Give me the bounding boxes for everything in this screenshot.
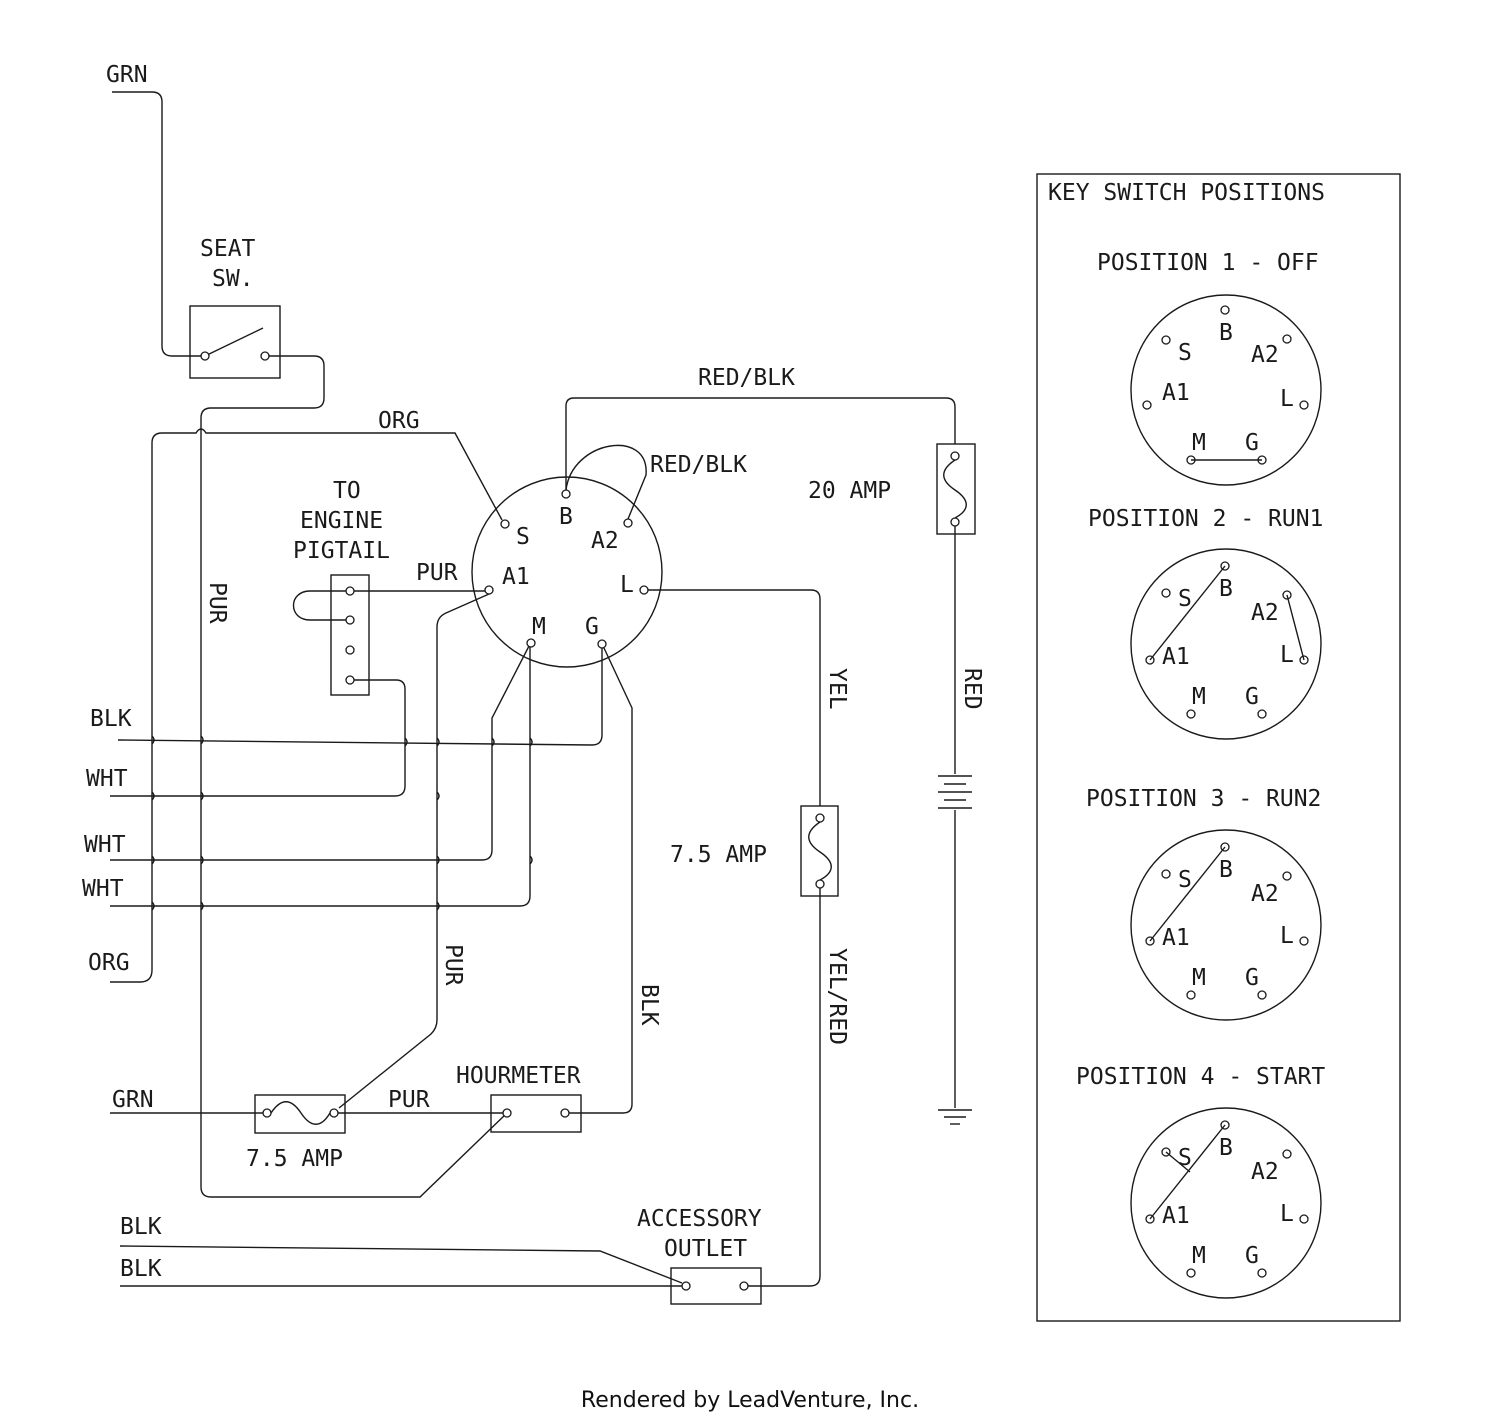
p3-g: G xyxy=(1245,965,1259,991)
p4-b: B xyxy=(1219,1135,1233,1161)
pur-fuse-label: PUR xyxy=(388,1087,430,1113)
yel-label: YEL xyxy=(824,668,850,710)
key-switch-g: G xyxy=(585,614,599,640)
fuse-75-right-label: 7.5 AMP xyxy=(670,842,767,868)
footer-credit: Rendered by LeadVenture, Inc. xyxy=(580,1388,920,1413)
fuse-20-amp-label: 20 AMP xyxy=(808,478,891,504)
left-lead-wht-1: WHT xyxy=(86,766,128,792)
crossover-bumps xyxy=(151,735,533,911)
grn-bottom-label: GRN xyxy=(112,1087,154,1113)
outlet-lead-blk-2: BLK xyxy=(120,1256,162,1282)
left-lead-wht-2: WHT xyxy=(84,832,126,858)
wiring-diagram: GRN SEAT SW. PUR ORG ORG B S A2 A1 L M G xyxy=(82,62,1401,1322)
key-switch-a1: A1 xyxy=(502,564,530,590)
p2-m: M xyxy=(1192,684,1206,710)
positions-title: KEY SWITCH POSITIONS xyxy=(1048,180,1325,206)
p3-m: M xyxy=(1192,965,1206,991)
position-4-diagram: B S A2 A1 L M G xyxy=(1130,1107,1322,1299)
left-leads: BLK WHT WHT WHT xyxy=(82,645,603,907)
pur-mid-label: PUR xyxy=(440,944,466,986)
red-blk-loop-label: RED/BLK xyxy=(650,452,747,478)
red-label: RED xyxy=(959,668,985,710)
org-wire: ORG ORG xyxy=(88,408,503,983)
p2-l: L xyxy=(1280,642,1294,668)
p2-g: G xyxy=(1245,684,1259,710)
seat-switch-label-2: SW. xyxy=(212,266,254,292)
yel-red-label: YEL/RED xyxy=(824,948,850,1045)
hourmeter-label: HOURMETER xyxy=(456,1063,581,1089)
seat-switch: SEAT SW. xyxy=(189,236,281,379)
key-switch-s: S xyxy=(516,524,530,550)
p3-l: L xyxy=(1280,923,1294,949)
pur-a1-label: PUR xyxy=(416,560,458,586)
p4-a2: A2 xyxy=(1251,1159,1279,1185)
blk-hourmeter-label: BLK xyxy=(636,984,662,1026)
p4-s: S xyxy=(1178,1145,1192,1171)
outlet-lead-blk-1: BLK xyxy=(120,1214,162,1240)
org-top-label: ORG xyxy=(378,408,420,434)
left-lead-wht-3: WHT xyxy=(82,876,124,902)
ground-symbol xyxy=(938,1109,972,1125)
fuse-75-amp-bottom: 7.5 AMP xyxy=(246,1094,346,1172)
accessory-label-1: ACCESSORY xyxy=(637,1206,762,1232)
accessory-label-2: OUTLET xyxy=(664,1236,747,1262)
p4-a1: A1 xyxy=(1162,1203,1190,1229)
pigtail-label-2: ENGINE xyxy=(300,508,383,534)
battery xyxy=(938,775,972,809)
p3-s: S xyxy=(1178,867,1192,893)
red-blk-top-label: RED/BLK xyxy=(698,365,795,391)
key-switch: B S A2 A1 L M G xyxy=(471,476,663,668)
p1-l: L xyxy=(1280,386,1294,412)
pigtail-label-1: TO xyxy=(333,478,361,504)
accessory-outlet: ACCESSORY OUTLET BLK BLK xyxy=(119,1206,762,1305)
fuse-20-amp: 20 AMP xyxy=(808,443,976,535)
p1-b: B xyxy=(1219,320,1233,346)
p3-a2: A2 xyxy=(1251,881,1279,907)
org-left-label: ORG xyxy=(88,950,130,976)
engine-pigtail: TO ENGINE PIGTAIL xyxy=(293,478,390,696)
pigtail-label-3: PIGTAIL xyxy=(293,538,390,564)
p4-m: M xyxy=(1192,1243,1206,1269)
p1-s: S xyxy=(1178,340,1192,366)
key-switch-m: M xyxy=(532,614,546,640)
key-switch-positions-panel: KEY SWITCH POSITIONS POSITION 1 - OFF B … xyxy=(1036,173,1401,1322)
fuse-75-bottom-label: 7.5 AMP xyxy=(246,1146,343,1172)
seat-switch-label-1: SEAT xyxy=(200,236,256,262)
p4-g: G xyxy=(1245,1243,1259,1269)
p1-m: M xyxy=(1192,430,1206,456)
key-switch-b: B xyxy=(559,504,573,530)
p3-a1: A1 xyxy=(1162,925,1190,951)
position-4-title: POSITION 4 - START xyxy=(1076,1064,1325,1090)
p1-a2: A2 xyxy=(1251,342,1279,368)
position-2-title: POSITION 2 - RUN1 xyxy=(1088,506,1323,532)
p2-a1: A1 xyxy=(1162,644,1190,670)
p2-a2: A2 xyxy=(1251,600,1279,626)
fuse-75-amp-right: 7.5 AMP xyxy=(670,805,839,897)
p3-b: B xyxy=(1219,857,1233,883)
p2-b: B xyxy=(1219,576,1233,602)
pur-vertical-label: PUR xyxy=(204,582,230,624)
p1-a1: A1 xyxy=(1162,380,1190,406)
position-3-title: POSITION 3 - RUN2 xyxy=(1086,786,1321,812)
position-1-title: POSITION 1 - OFF xyxy=(1097,250,1319,276)
position-3-diagram: B S A2 A1 L M G xyxy=(1130,829,1322,1021)
position-2-diagram: B S A2 A1 L M G xyxy=(1130,548,1322,740)
grn-top-lead: GRN xyxy=(106,62,203,357)
grn-top-label: GRN xyxy=(106,62,148,88)
p4-l: L xyxy=(1280,1201,1294,1227)
key-switch-l: L xyxy=(620,572,634,598)
p1-g: G xyxy=(1245,430,1259,456)
hourmeter: HOURMETER xyxy=(456,1063,582,1133)
p2-s: S xyxy=(1178,586,1192,612)
left-lead-blk: BLK xyxy=(90,706,132,732)
position-1-diagram: B S A2 A1 L M G xyxy=(1130,294,1322,486)
key-switch-a2: A2 xyxy=(591,528,619,554)
